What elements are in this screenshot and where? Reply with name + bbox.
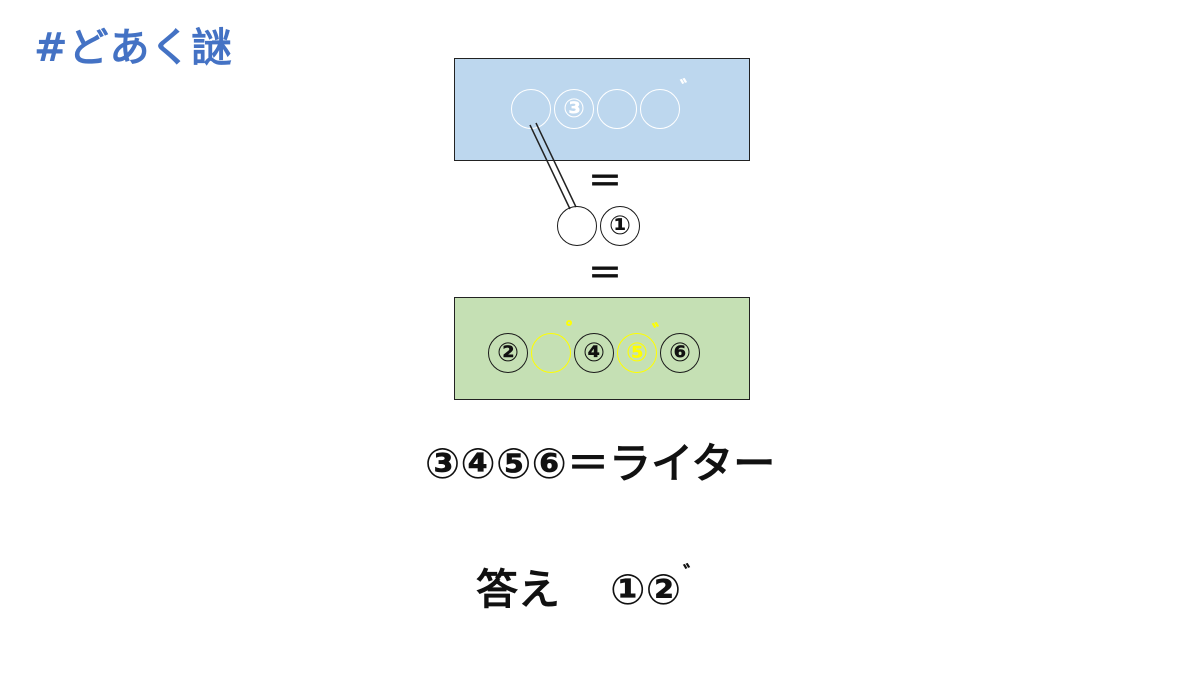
bottom-word-cells: ② ④ ⑤ ⑥ [488,333,703,373]
top-cell-1 [511,89,551,129]
clue-text: ③④⑤⑥＝ライター [424,439,776,488]
bottom-cell-4: ⑤ [617,333,657,373]
bottom-cell-1: ② [488,333,528,373]
hashtag-title: #どあく謎 [34,25,233,71]
bottom-cell-5: ⑥ [660,333,700,373]
answer-value: ①② [610,565,682,614]
equals-sign-2: ＝ [588,254,622,294]
bottom-handakuten-mark: ゜ [566,320,589,345]
equals-sign-1: ＝ [588,162,622,202]
middle-cell-2-text: ① [608,211,631,241]
bottom-cell-4-text: ⑤ [625,338,648,368]
top-cell-2: ③ [554,89,594,129]
top-cell-2-text: ③ [562,94,585,124]
bottom-cell-5-text: ⑥ [668,338,691,368]
answer-dakuten-mark: ゛ [683,563,706,588]
bottom-cell-3-text: ④ [582,338,605,368]
bottom-cell-1-text: ② [496,338,519,368]
top-word-cells: ③ [511,89,683,129]
answer-label: 答え [476,565,561,614]
middle-cell-2: ① [600,206,640,246]
top-dakuten-mark: ゛ [680,78,703,103]
bottom-cell-3: ④ [574,333,614,373]
answer-row: 答え ①② ゛ [476,562,706,618]
bottom-cell-2 [531,333,571,373]
top-cell-4 [640,89,680,129]
middle-cells: ① [557,206,643,246]
bottom-dakuten-mark: ゛ [652,322,675,347]
top-cell-3 [597,89,637,129]
middle-cell-1 [557,206,597,246]
